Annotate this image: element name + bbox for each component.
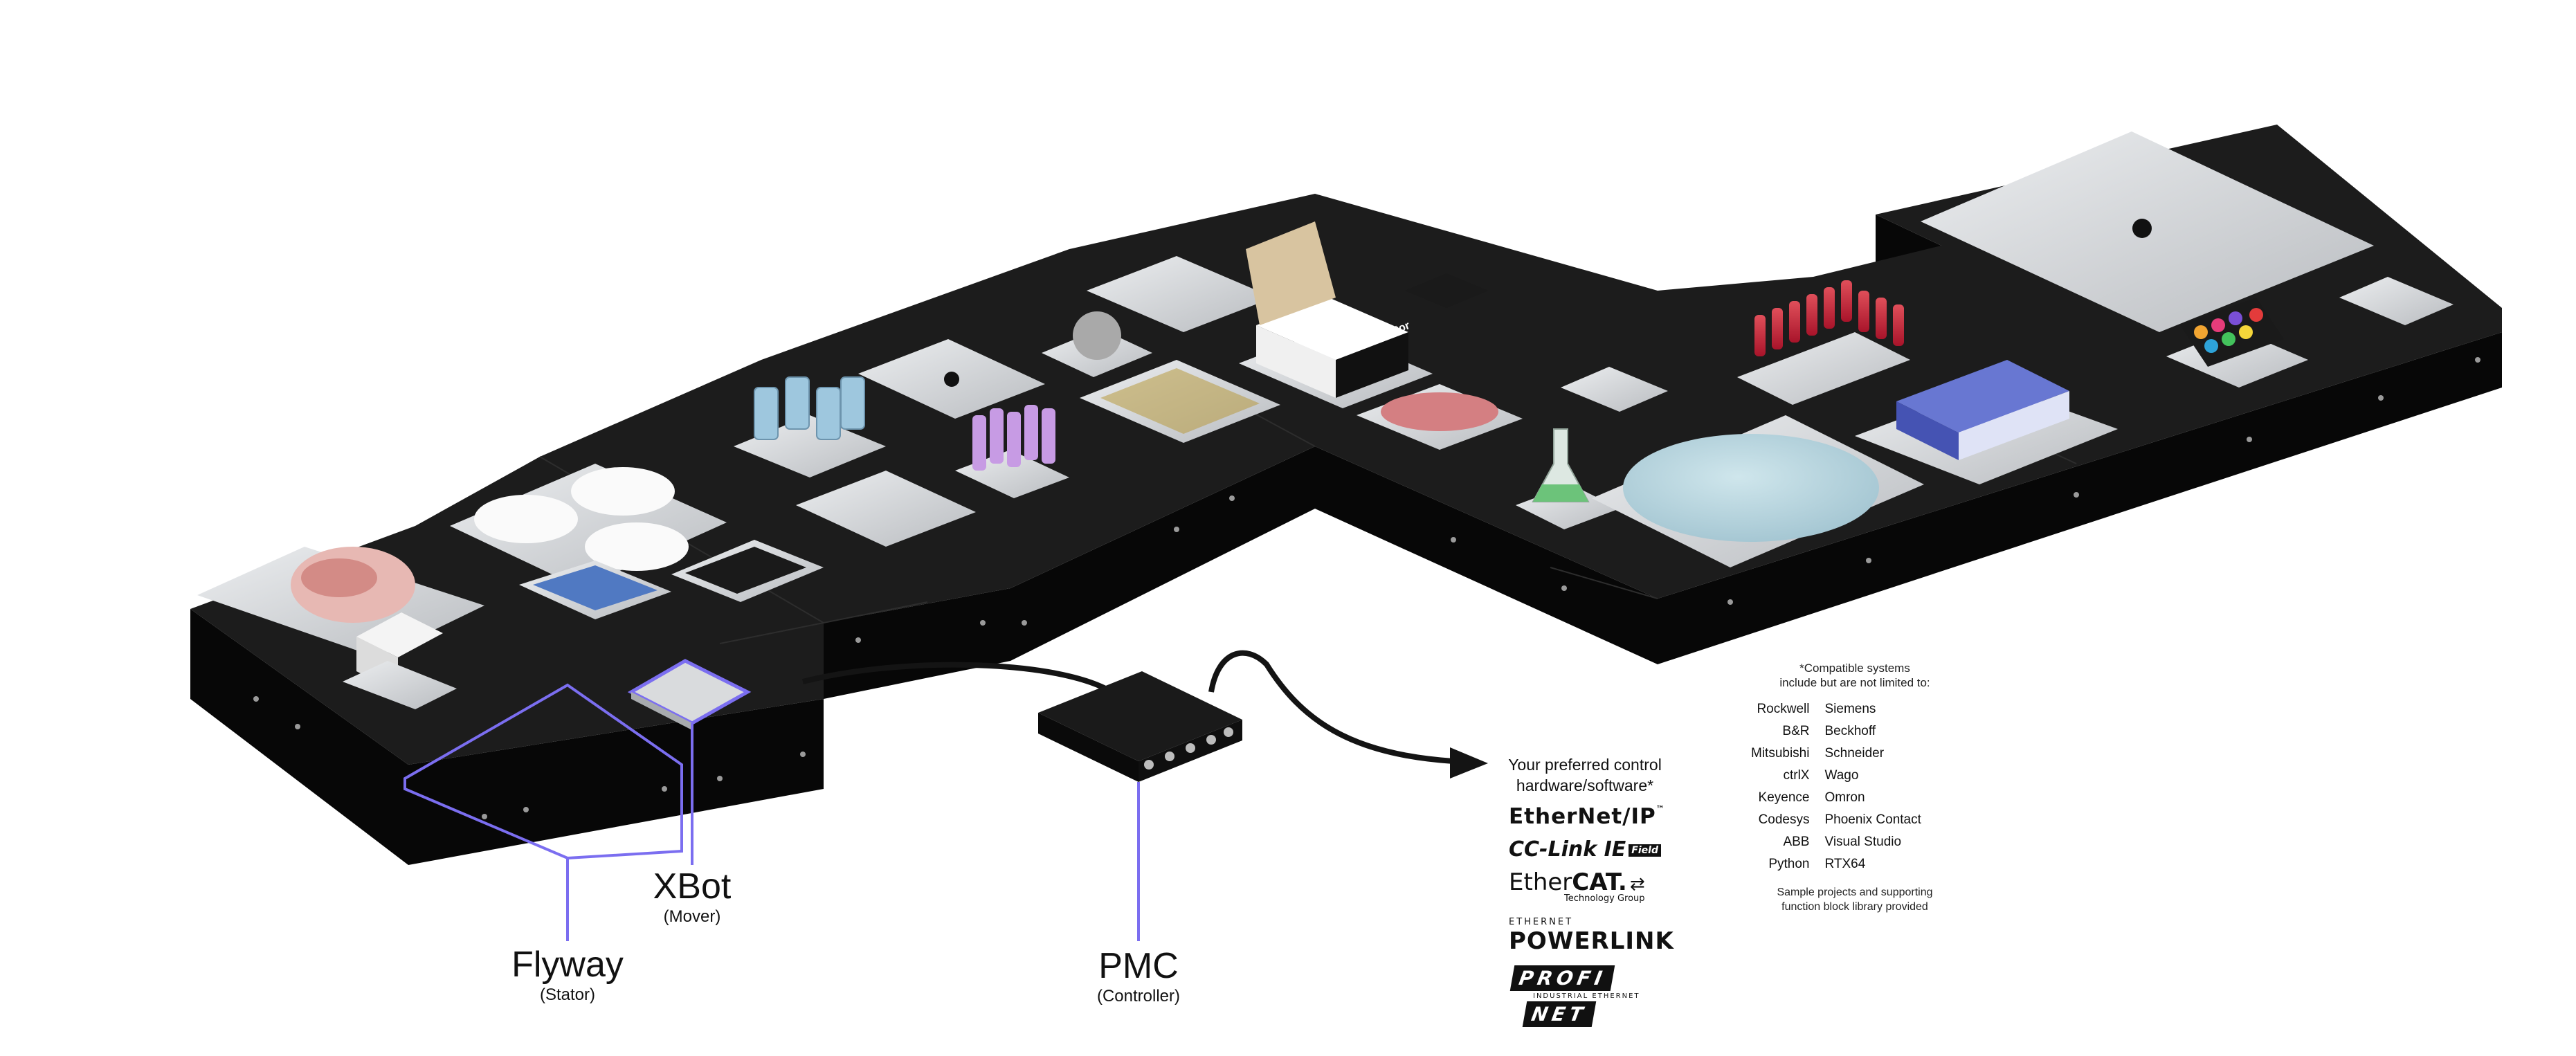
ethernetip-logo: EtherNet/IP™	[1509, 804, 1665, 829]
compat-row: ctrlX Wago	[1751, 765, 1921, 787]
ethernetip-text: EtherNet/IP	[1509, 804, 1656, 829]
ethernetip-tm: ™	[1656, 804, 1665, 814]
ethercat-prefix: Ether	[1509, 868, 1572, 896]
flyway-platform-sides	[190, 215, 2502, 865]
compat-row: Keyence Omron	[1751, 787, 1921, 809]
compat-right: Omron	[1824, 790, 1865, 805]
compat-right: Schneider	[1824, 746, 1885, 761]
compat-left: Keyence	[1758, 790, 1810, 805]
flyway-title: Flyway	[511, 945, 624, 985]
pmc-title: PMC	[1098, 946, 1179, 986]
ethercat-arrows-icon: ⇄	[1629, 874, 1645, 895]
profinet-top: PROFI	[1509, 965, 1615, 991]
xbot-subtitle: (Mover)	[663, 907, 721, 926]
compat-row: Python RTX64	[1751, 853, 1921, 875]
pmc-subtitle: (Controller)	[1096, 987, 1181, 1005]
compat-left: ctrlX	[1783, 768, 1810, 783]
compat-note-line1: *Compatible systems	[1799, 662, 1910, 675]
xbot-label: XBot (Mover)	[616, 868, 768, 925]
powerlink-logo: ETHERNET POWERLINK	[1509, 917, 1674, 955]
flyway-highlight	[403, 683, 683, 941]
cclink-field-badge: Field	[1629, 844, 1661, 857]
control-heading-line2: hardware/software*	[1516, 776, 1654, 794]
compat-right: Phoenix Contact	[1824, 812, 1921, 827]
compat-left: Codesys	[1758, 812, 1810, 827]
control-section: Your preferred control hardware/software…	[1481, 754, 1689, 796]
compat-left: B&R	[1782, 724, 1810, 738]
profinet-sub: INDUSTRIAL ETHERNET	[1533, 992, 1640, 1000]
profinet-logo: PROFI INDUSTRIAL ETHERNET NET	[1509, 965, 1651, 1027]
compat-left: Rockwell	[1757, 702, 1810, 716]
compat-row: Mitsubishi Schneider	[1751, 743, 1921, 765]
pmc-device	[1038, 671, 1242, 941]
pmc-label: PMC (Controller)	[1062, 948, 1215, 1005]
cclink-text: CC-Link IE	[1509, 837, 1626, 862]
compat-right: Visual Studio	[1824, 835, 1902, 849]
compat-left: Mitsubishi	[1751, 746, 1810, 761]
compat-right: Beckhoff	[1824, 724, 1876, 738]
cables	[802, 650, 1454, 764]
profinet-bottom: NET	[1522, 1001, 1596, 1027]
powerlink-top: ETHERNET	[1509, 917, 1574, 927]
xbot-title: XBot	[653, 866, 732, 907]
flyway-label: Flyway (Stator)	[484, 947, 651, 1003]
xbot-highlight	[627, 659, 752, 865]
control-heading-line1: Your preferred control	[1508, 756, 1662, 774]
compat-row: Codesys Phoenix Contact	[1751, 809, 1921, 831]
ethercat-bold: CAT.	[1572, 868, 1627, 896]
arrow-head	[1450, 747, 1488, 779]
compat-section: *Compatible systems include but are not …	[1744, 661, 1966, 914]
sample-note-line2: function block library provided	[1781, 901, 1928, 913]
compat-row: ABB Visual Studio	[1751, 831, 1921, 853]
ethercat-sub: Technology Group	[1564, 893, 1645, 904]
compat-left: Python	[1768, 857, 1810, 871]
compat-row: B&R Beckhoff	[1751, 720, 1921, 743]
powerlink-text: POWERLINK	[1509, 927, 1674, 955]
movers	[197, 131, 2453, 709]
compat-right: Siemens	[1824, 702, 1876, 716]
compat-note-line2: include but are not limited to:	[1779, 676, 1930, 689]
compat-right: Wago	[1824, 768, 1859, 783]
compat-row: Rockwell Siemens	[1751, 698, 1921, 720]
compat-right: RTX64	[1824, 857, 1866, 871]
sample-note-line1: Sample projects and supporting	[1777, 886, 1933, 898]
ethercat-logo: EtherCAT.⇄ Technology Group	[1509, 868, 1645, 904]
compat-left: ABB	[1783, 835, 1810, 849]
flyway-subtitle: (Stator)	[539, 985, 595, 1004]
